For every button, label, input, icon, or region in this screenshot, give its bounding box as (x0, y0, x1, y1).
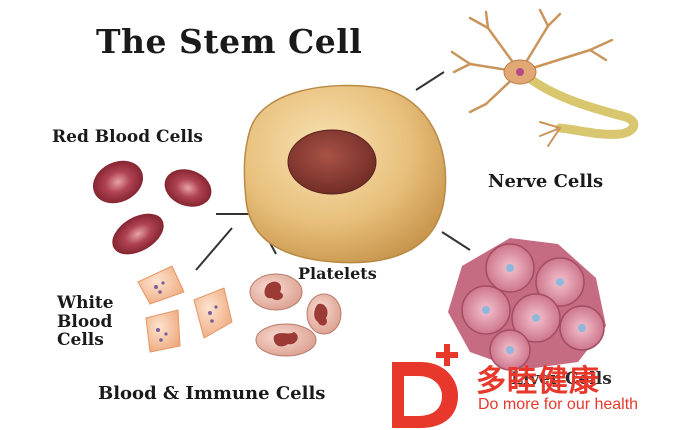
label-red-blood-cells: Red Blood Cells (52, 127, 203, 147)
label-liver-cells: Liver Cells (511, 369, 612, 389)
red-blood-cells (92, 160, 212, 255)
white-blood-cells (137, 265, 233, 353)
label-white-blood-cells: White Blood Cells (57, 293, 114, 351)
label-platelets: Platelets (298, 264, 377, 283)
nerve-cell (450, 8, 639, 147)
label-blood-immune-cells: Blood & Immune Cells (98, 383, 326, 404)
nucleus (287, 129, 377, 195)
label-nerve-cells: Nerve Cells (488, 171, 604, 192)
platelets (249, 273, 342, 357)
liver-cells (448, 238, 606, 371)
diagram-title: The Stem Cell (96, 22, 363, 61)
watermark-slogan: Do more for our health (478, 396, 639, 413)
stem-cell (243, 84, 447, 264)
brand-logo-icon (392, 344, 458, 428)
watermark-brand: 多睦健康 (476, 364, 600, 399)
